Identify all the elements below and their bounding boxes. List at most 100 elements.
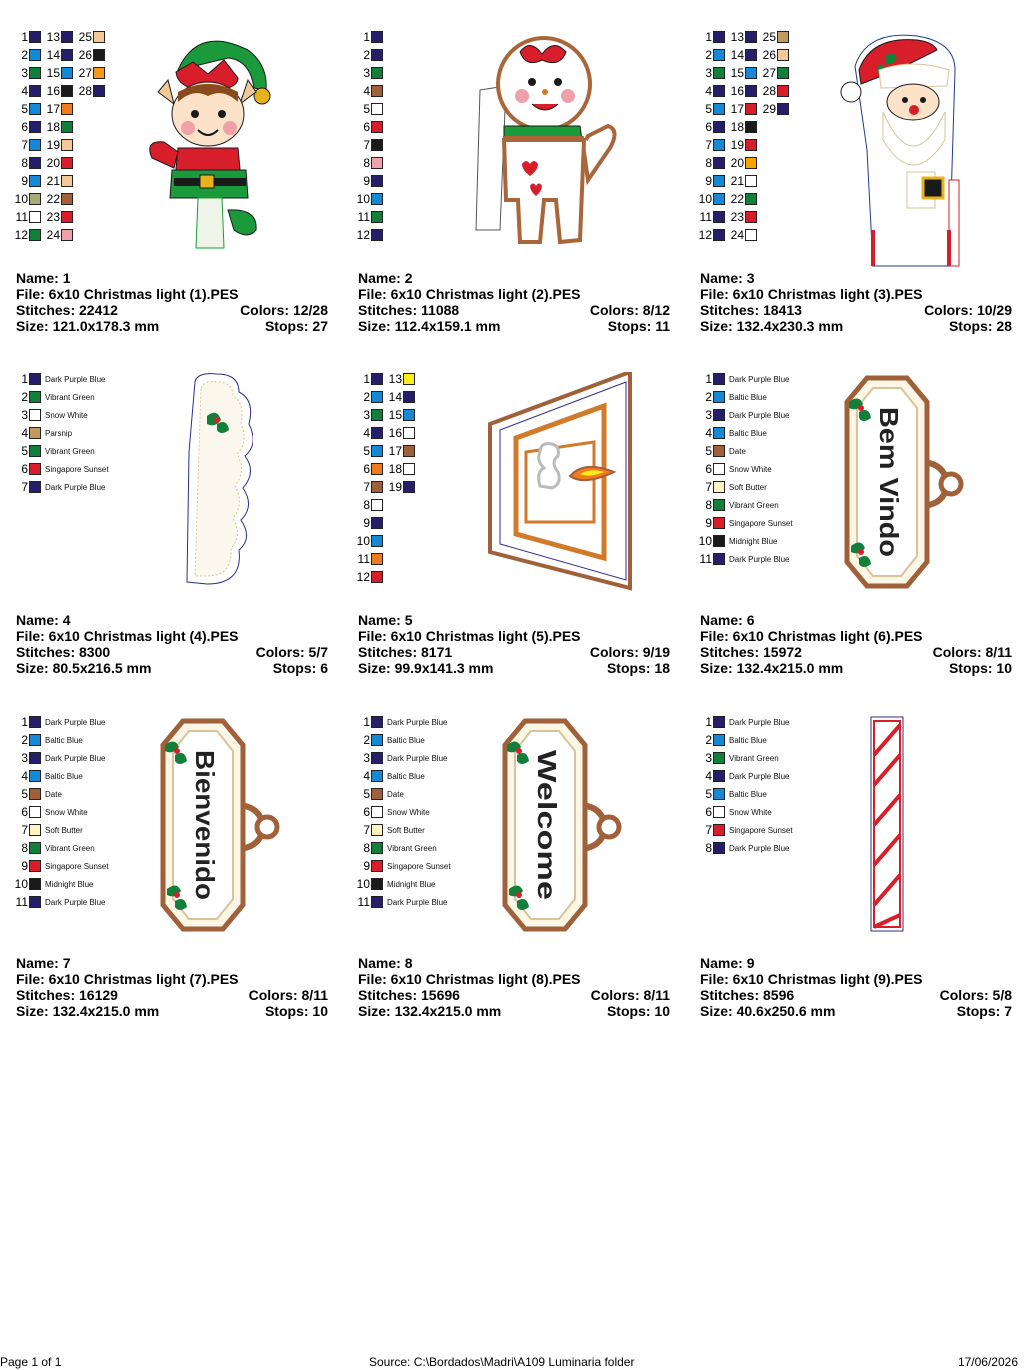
legend-cell: 18 [46,120,78,134]
color-swatch [61,211,73,223]
design-size: Size: 80.5x216.5 mm [16,660,152,676]
color-index: 3 [363,66,370,80]
color-index: 15 [730,66,744,80]
color-swatch [403,463,415,475]
legend-row: 10 [356,190,388,208]
color-index: 25 [762,30,776,44]
design-size: Size: 112.4x159.1 mm [358,318,501,334]
legend-cell: 8 [356,498,388,512]
legend-row: 7 [356,136,388,154]
color-index: 2 [363,48,370,62]
design-colors: Colors: 8/11 [932,644,1012,660]
color-index: 12 [356,570,370,584]
design-colors: Colors: 10/29 [924,302,1012,318]
color-swatch [745,31,757,43]
design-size: Size: 132.4x215.0 mm [358,1003,502,1019]
color-name: Dark Purple Blue [45,482,106,492]
design-preview [867,715,907,940]
color-index: 2 [363,733,370,747]
color-swatch [93,49,105,61]
design-size: Size: 132.4x215.0 mm [700,660,844,676]
color-index: 2 [363,390,370,404]
legend-cell: 2 [356,390,388,404]
legend-cell: 3 [14,66,46,80]
color-swatch [371,896,383,908]
color-name: Parsnip [45,428,73,438]
color-index: 4 [363,84,370,98]
legend-cell: 11 [698,210,730,224]
legend-cell: 3 [356,66,388,80]
design-file: File: 6x10 Christmas light (2).PES [358,286,581,302]
color-index: 5 [363,102,370,116]
design-name: Name: 2 [358,270,413,286]
color-swatch [713,49,725,61]
color-swatch [93,31,105,43]
color-swatch [61,49,73,61]
legend-cell: 16 [46,84,78,98]
design-name: Name: 7 [16,955,71,971]
color-swatch [371,391,383,403]
design-stops: Stops: 10 [264,1003,328,1019]
legend-cell: 3 [356,408,388,422]
color-index: 1 [705,372,712,386]
color-index: 22 [46,192,60,206]
legend-cell: 2 [356,48,388,62]
color-swatch [403,427,415,439]
legend-cell: 4 [356,426,388,440]
color-swatch [371,445,383,457]
color-index: 11 [15,895,28,909]
legend-cell: 4 [356,84,388,98]
color-swatch [371,716,383,728]
color-index: 6 [21,805,28,819]
design-colors: Colors: 8/11 [590,987,670,1003]
color-index: 11 [699,210,712,224]
color-index: 5 [705,102,712,116]
color-swatch [29,788,41,800]
color-index: 15 [46,66,60,80]
design-stitches: Stitches: 8596 [700,987,795,1003]
legend-cell: 15 [388,408,420,422]
color-swatch [371,193,383,205]
color-name: Dark Purple Blue [729,410,790,420]
color-swatch [29,860,41,872]
color-swatch [713,806,725,818]
design-name: Name: 5 [358,612,413,628]
color-index: 8 [363,498,370,512]
color-swatch [93,67,105,79]
color-swatch [371,373,383,385]
legend-cell: 28 [762,84,794,98]
color-name: Snow White [387,807,430,817]
legend-cell: 5 [356,102,388,116]
color-index: 1 [363,372,370,386]
color-index: 9 [705,174,712,188]
color-index: 11 [699,552,712,566]
color-index: 3 [705,66,712,80]
color-index: 8 [21,841,28,855]
color-swatch [371,571,383,583]
color-index: 18 [730,120,744,134]
color-swatch [713,427,725,439]
legend-cell: 4 [14,84,46,98]
design-file: File: 6x10 Christmas light (7).PES [16,971,239,987]
color-index: 6 [363,805,370,819]
legend-cell: 17 [730,102,762,116]
